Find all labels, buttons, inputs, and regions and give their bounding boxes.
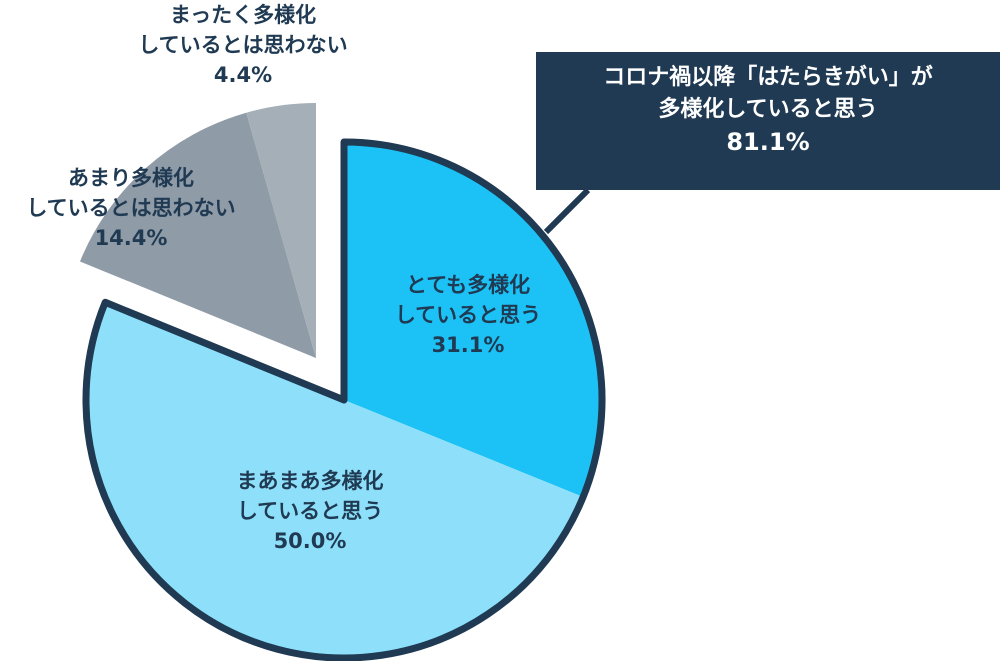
label-not-at-all-line2: しているとは思わない xyxy=(138,33,348,57)
slice-not-at-all[interactable] xyxy=(246,103,316,358)
label-somewhat-pct: 50.0% xyxy=(273,529,347,553)
slice-not-much[interactable] xyxy=(79,112,317,358)
label-very-pct: 31.1% xyxy=(431,333,505,357)
label-somewhat-line1: まあまあ多様化 xyxy=(236,469,384,493)
label-not-much-pct: 14.4% xyxy=(94,226,168,250)
callout-box: コロナ禍以降「はたらきがい」が 多様化していると思う 81.1% xyxy=(536,52,1000,190)
label-not-at-all-pct: 4.4% xyxy=(213,63,273,87)
label-somewhat-line2: していると思う xyxy=(236,499,384,523)
callout-line2: 多様化していると思う xyxy=(658,97,878,122)
callout-pointer xyxy=(543,187,591,235)
label-somewhat: まあまあ多様化 していると思う 50.0% xyxy=(200,466,420,556)
callout-pct: 81.1% xyxy=(726,128,810,156)
label-not-much: あまり多様化 しているとは思わない 14.4% xyxy=(0,163,262,253)
label-not-at-all: まったく多様化 しているとは思わない 4.4% xyxy=(112,0,374,90)
main-outline xyxy=(82,138,606,661)
label-very-line1: とても多様化 xyxy=(405,273,531,297)
slice-somewhat[interactable] xyxy=(86,302,584,658)
label-not-much-line2: しているとは思わない xyxy=(26,196,236,220)
main-group xyxy=(82,138,606,661)
label-very: とても多様化 していると思う 31.1% xyxy=(368,270,568,360)
callout-line1: コロナ禍以降「はたらきがい」が xyxy=(603,65,933,90)
label-not-much-line1: あまり多様化 xyxy=(68,166,194,190)
exploded-group xyxy=(79,103,317,358)
label-very-line2: していると思う xyxy=(394,303,542,327)
label-not-at-all-line1: まったく多様化 xyxy=(169,3,317,27)
